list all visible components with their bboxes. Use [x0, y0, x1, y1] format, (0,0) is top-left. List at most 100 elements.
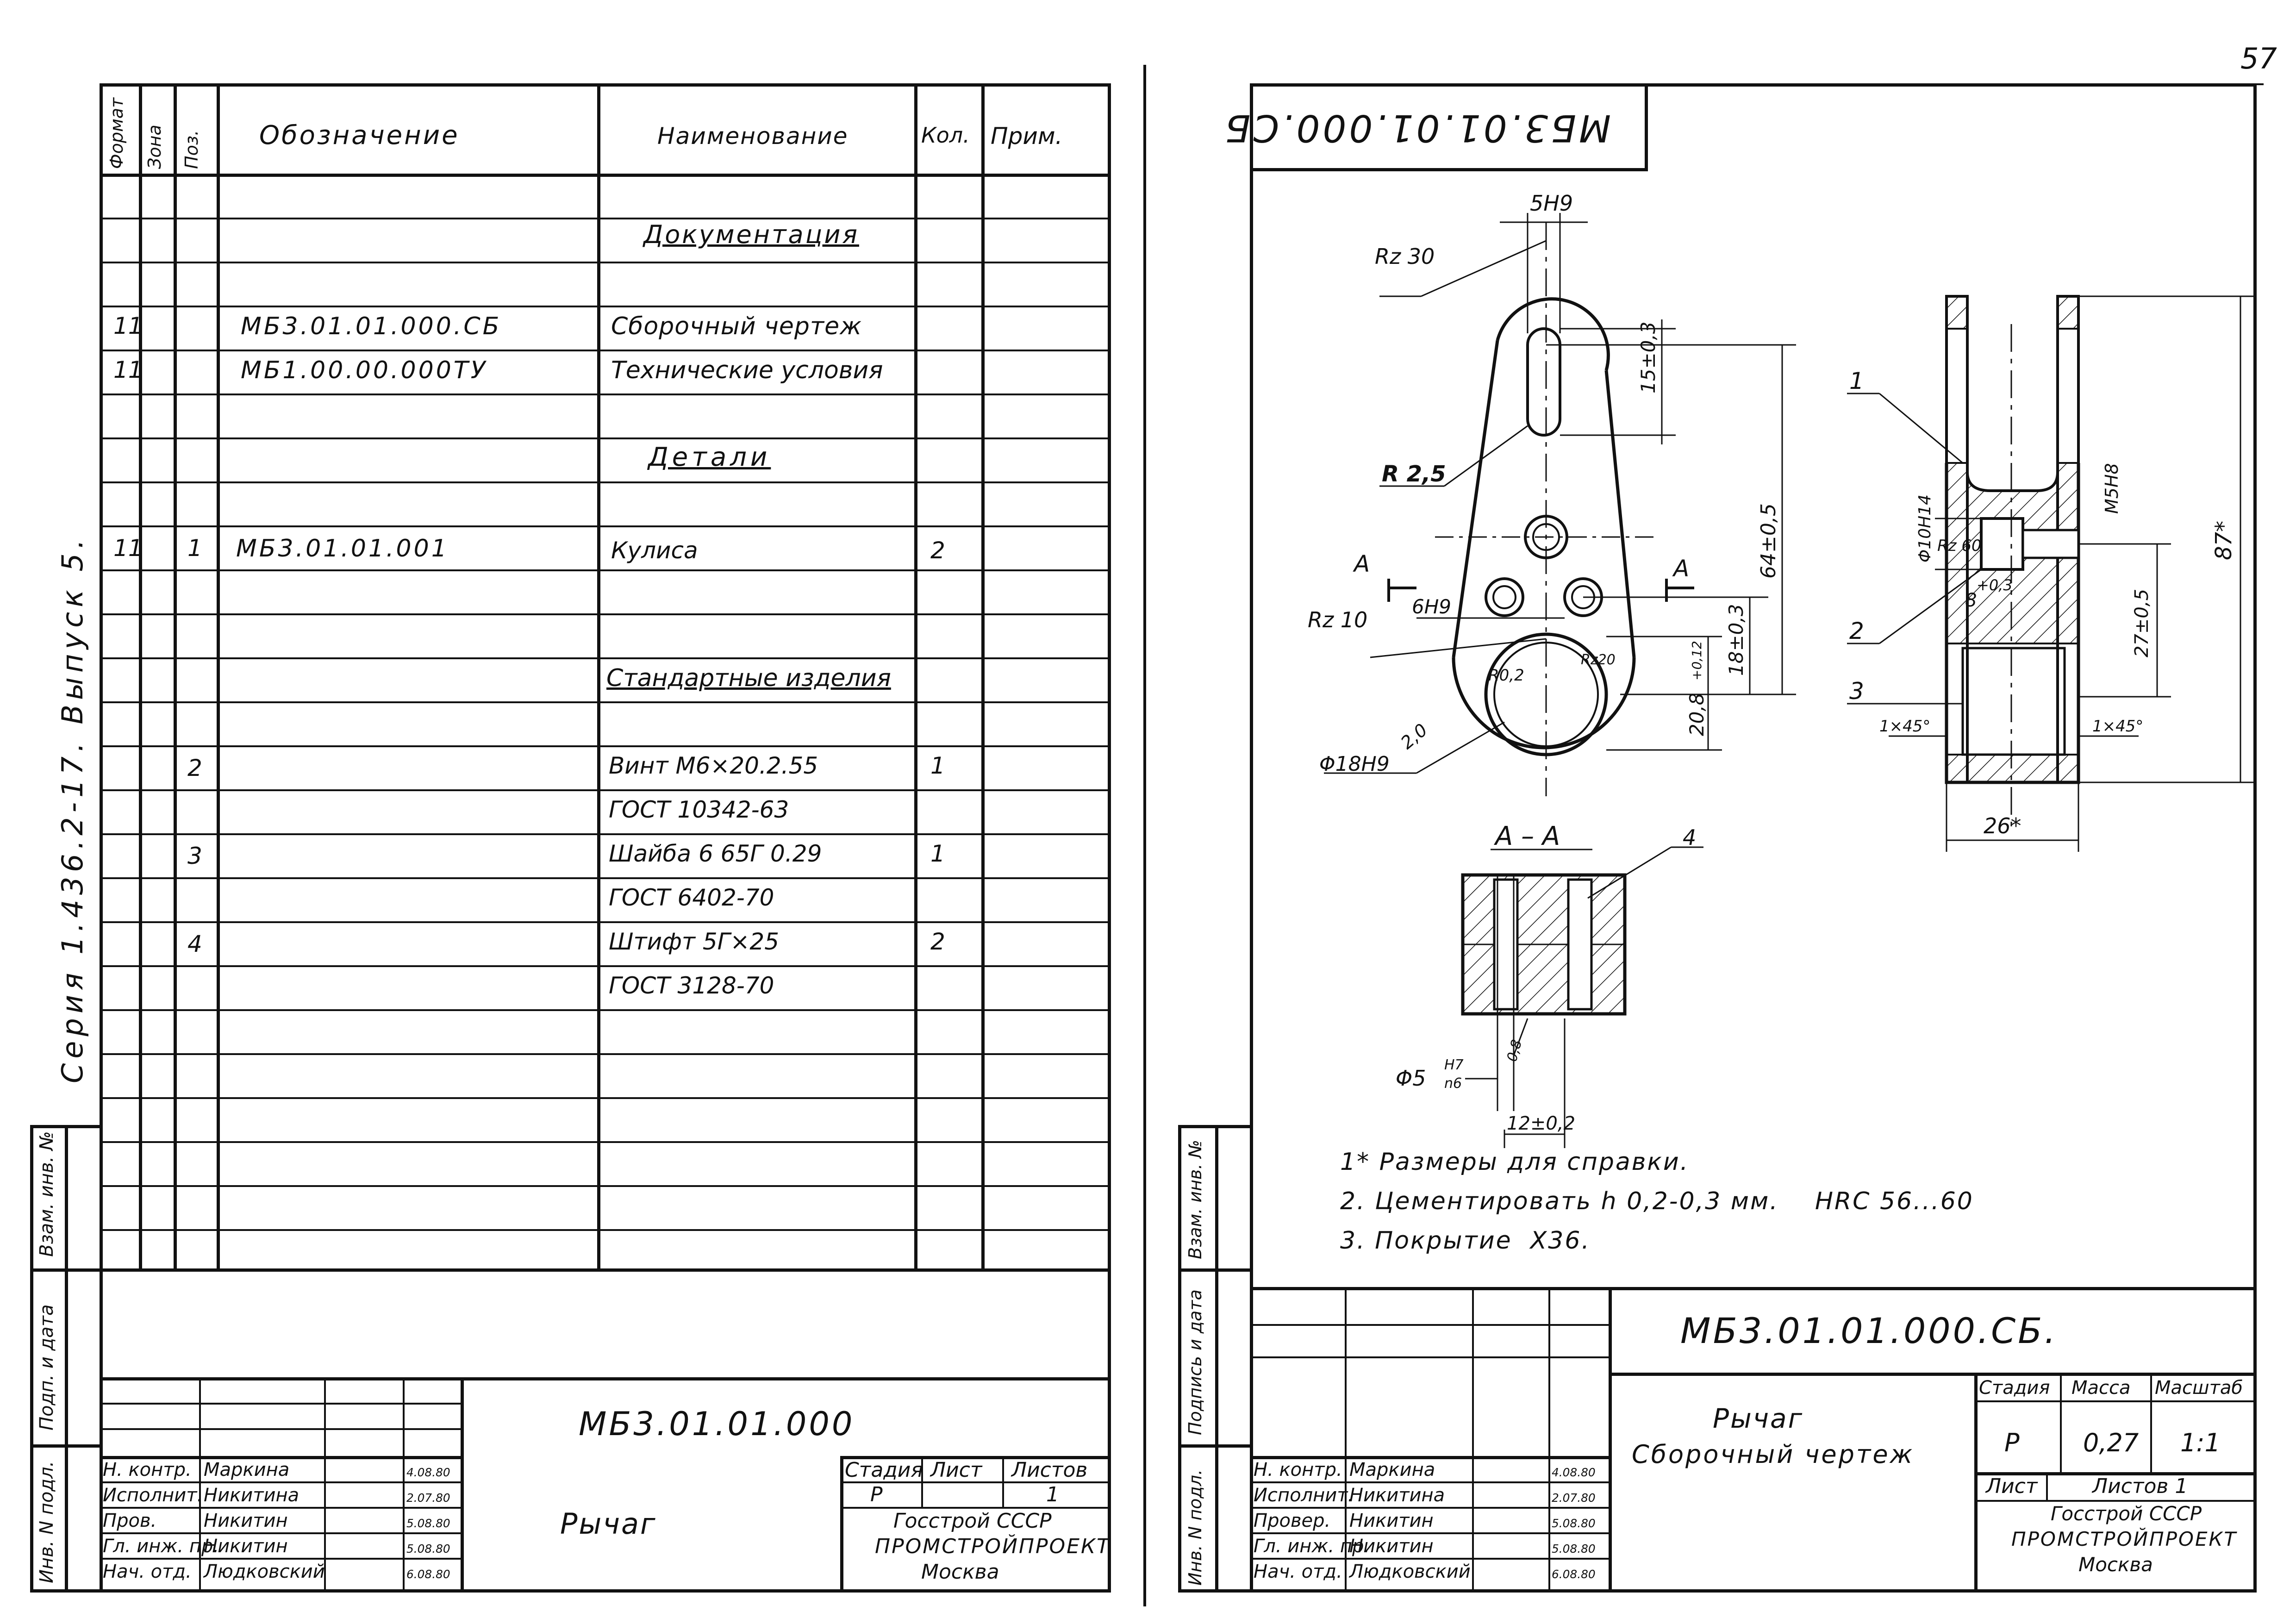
pos-1: 1	[1849, 368, 1864, 394]
signer-name: Никитин	[1349, 1536, 1434, 1557]
right-stage-label: Стадия	[1979, 1377, 2050, 1399]
signer-name: Людковский	[204, 1561, 325, 1582]
pos-3: 3	[1849, 678, 1864, 705]
left-org-1: Госстрой СССР	[893, 1509, 1052, 1533]
dim-phi10: Φ10H14	[1915, 494, 1934, 562]
signer-name: Никитина	[1349, 1485, 1445, 1506]
dim-r25: R 2,5	[1382, 461, 1446, 487]
right-scale: 1:1	[2180, 1428, 2221, 1457]
signer-role: Гл. инж. пр.	[1254, 1536, 1370, 1557]
right-title-subtitle: Сборочный чертеж	[1632, 1440, 1915, 1469]
signer-date: 2.07.80	[406, 1491, 450, 1505]
spec-row-name: ГОСТ 6402-70	[609, 884, 774, 911]
left-sheets: 1	[1046, 1483, 1059, 1506]
dim-8-tol: +0,3	[1977, 576, 2013, 594]
left-title-code: МБ3.01.01.000	[579, 1405, 855, 1443]
spec-section-parts: Детали	[648, 442, 771, 472]
signer-name: Никитин	[1349, 1510, 1434, 1531]
left-title-name: Рычаг	[560, 1507, 657, 1541]
lever-front-view	[1324, 213, 1796, 796]
spec-grid-line	[100, 613, 1111, 615]
dim-8: 8	[1965, 590, 1977, 611]
signer-date: 2.07.80	[1552, 1491, 1596, 1505]
right-sheets-label: Листов 1	[2092, 1474, 2188, 1498]
left-stage-label: Стадия	[845, 1458, 923, 1482]
spec-grid-line	[100, 965, 1111, 967]
spec-row-format: 11	[113, 356, 143, 383]
spec-row-pos: 4	[187, 931, 202, 957]
dim-n6: n6	[1444, 1075, 1462, 1092]
sheet-divider	[1143, 65, 1146, 1606]
right-mass-label: Масса	[2071, 1377, 2131, 1399]
spec-row-format: 11	[113, 535, 143, 562]
dim-phi18h9: Φ18H9	[1319, 752, 1390, 776]
left-stage: Р	[870, 1483, 883, 1506]
dim-5h9: 5H9	[1530, 191, 1573, 216]
spec-row-qty: 2	[930, 537, 945, 564]
hdr-designation: Обозначение	[259, 120, 460, 150]
signer-date: 4.08.80	[1552, 1466, 1596, 1479]
right-title-name: Рычаг	[1713, 1403, 1804, 1434]
signer-role: Пров.	[103, 1510, 157, 1531]
signer-date: 5.08.80	[406, 1517, 450, 1530]
dim-18: 18±0,3	[1725, 604, 1747, 676]
right-org-1: Госстрой СССР	[2051, 1502, 2202, 1525]
spec-row-name: ГОСТ 10342-63	[609, 796, 789, 823]
spec-grid-line	[100, 218, 1111, 219]
page-number: 57	[2240, 42, 2277, 75]
mirrored-code-box	[1250, 83, 1648, 171]
spec-row-name: Шайба 6 65Г 0.29	[609, 840, 822, 867]
right-scale-label: Масштаб	[2155, 1377, 2243, 1399]
dim-rz30: Rz 30	[1375, 244, 1435, 269]
dim-87: 87*	[2211, 521, 2237, 560]
signer-date: 4.08.80	[406, 1466, 450, 1479]
dim-m5h8: M5H8	[2102, 463, 2122, 514]
note-2: 2. Цементировать h 0,2-0,3 мм. HRC 56...…	[1340, 1187, 1974, 1215]
spec-row-qty: 1	[930, 840, 945, 867]
signer-role: Н. контр.	[103, 1459, 192, 1480]
drawing-sheet-frame	[1250, 83, 2257, 1593]
signer-role: Гл. инж. пр.	[103, 1536, 219, 1557]
dim-chamfer-left: 1×45°	[1879, 717, 1930, 736]
spec-grid-line	[100, 394, 1111, 395]
spec-grid-line	[100, 1185, 1111, 1187]
right-org-3: Москва	[2078, 1553, 2153, 1576]
spec-row-name: ГОСТ 3128-70	[609, 972, 774, 999]
signer-role: Нач. отд.	[1254, 1561, 1342, 1582]
signer-date: 5.08.80	[406, 1542, 450, 1555]
signer-date: 5.08.80	[1552, 1517, 1596, 1530]
signer-date: 6.08.80	[1552, 1568, 1596, 1581]
hdr-qty: Кол.	[921, 123, 970, 148]
spec-row-pos: 2	[187, 755, 202, 781]
spec-section-docs: Документация	[643, 220, 859, 249]
left-sheet-label: Лист	[930, 1458, 982, 1482]
dim-chamfer-right: 1×45°	[2092, 717, 2143, 736]
signer-name: Никитин	[204, 1536, 288, 1557]
spec-row-name: Технические условия	[611, 356, 883, 384]
right-stage: Р	[2004, 1428, 2020, 1457]
signer-name: Никитина	[204, 1485, 299, 1506]
spec-row-qty: 2	[930, 928, 945, 955]
spec-grid-line	[100, 789, 1111, 791]
dim-208: 20,8	[1685, 693, 1708, 736]
dim-6h9: 6H9	[1412, 595, 1451, 618]
spec-grid-line	[100, 1053, 1111, 1055]
spec-row-name: Кулиса	[611, 537, 698, 564]
signer-date: 5.08.80	[1552, 1542, 1596, 1555]
spec-row-format: 11	[113, 312, 143, 339]
left-sheets-label: Листов	[1011, 1458, 1088, 1482]
signer-name: Маркина	[204, 1459, 290, 1480]
note-1: 1* Размеры для справки.	[1340, 1148, 1690, 1176]
note-3: 3. Покрытие Х36.	[1340, 1227, 1591, 1255]
dim-rz20: Rz20	[1581, 652, 1616, 668]
right-org-2: Промстройпроект	[2011, 1528, 2237, 1550]
spec-grid-line	[100, 306, 1111, 307]
spec-grid-line	[100, 569, 1111, 571]
spec-row-name: Винт М6×20.2.55	[609, 752, 818, 779]
spec-row-designation: МБ3.01.01.000.СБ	[241, 312, 502, 340]
signer-name: Никитин	[204, 1510, 288, 1531]
hdr-name: Наименование	[657, 123, 849, 150]
right-mass: 0,27	[2083, 1428, 2139, 1457]
sec-a-left: A	[1353, 550, 1370, 577]
